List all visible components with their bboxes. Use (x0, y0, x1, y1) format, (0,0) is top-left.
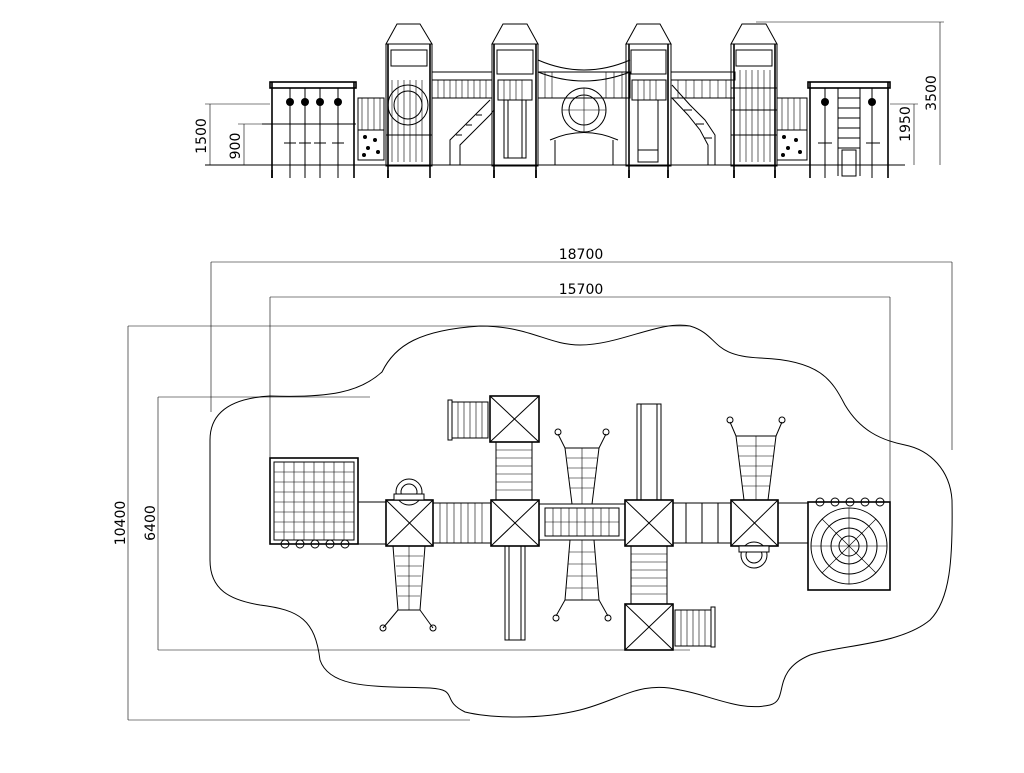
dim-overall-depth: 10400 (113, 501, 129, 546)
dim-left-outer: 1500 (194, 118, 210, 154)
ground-posts (271, 170, 776, 178)
plan-tower-4 (730, 499, 779, 569)
central-bridge (537, 59, 631, 165)
left-climbing-wall (357, 97, 385, 161)
plan-tower-2 (490, 499, 540, 641)
plan-upper-platform-1 (447, 395, 540, 501)
dim-right-outer: 3500 (924, 75, 940, 111)
net-ladder-1 (379, 545, 437, 632)
elevation-dimensions (205, 21, 944, 165)
plan-upper-slide (636, 403, 662, 501)
tower-4 (730, 23, 778, 178)
tower-2 (491, 23, 539, 178)
connector-tower4-spider (777, 502, 809, 544)
right-monkey-bars (807, 81, 891, 178)
plan-dimension-lines (127, 261, 953, 721)
left-monkey-bars (262, 81, 357, 178)
plan-bridge-3 (672, 502, 732, 544)
climbing-net-grid (269, 457, 359, 549)
net-ladder-right (726, 416, 786, 501)
net-ladder-lower (552, 539, 612, 622)
right-climbing-wall (776, 97, 808, 161)
net-ladder-upper (554, 428, 610, 505)
plan-view: 18700 15700 10400 6400 (113, 247, 953, 721)
plan-tower-1 (385, 478, 434, 547)
plan-central-bridge (538, 503, 626, 541)
bridge-1 (431, 71, 495, 165)
plan-tower-3 (624, 499, 674, 605)
elevation-view: 1500 900 1950 3500 (194, 21, 944, 178)
dim-overall-width: 18700 (559, 247, 604, 263)
bridge-3 (670, 71, 736, 165)
plan-lower-platform (624, 603, 716, 651)
dim-equipment-width: 15700 (559, 282, 604, 298)
safety-zone-boundary (209, 324, 953, 718)
plan-bridge-1 (432, 502, 492, 544)
dim-equipment-depth: 6400 (143, 505, 159, 541)
connector-net-tower1 (357, 501, 387, 545)
spider-web-net (807, 497, 891, 591)
tower-1 (385, 23, 433, 178)
dim-right-inner: 1950 (898, 106, 914, 142)
tower-3 (625, 23, 672, 178)
dim-left-inner: 900 (228, 133, 244, 160)
